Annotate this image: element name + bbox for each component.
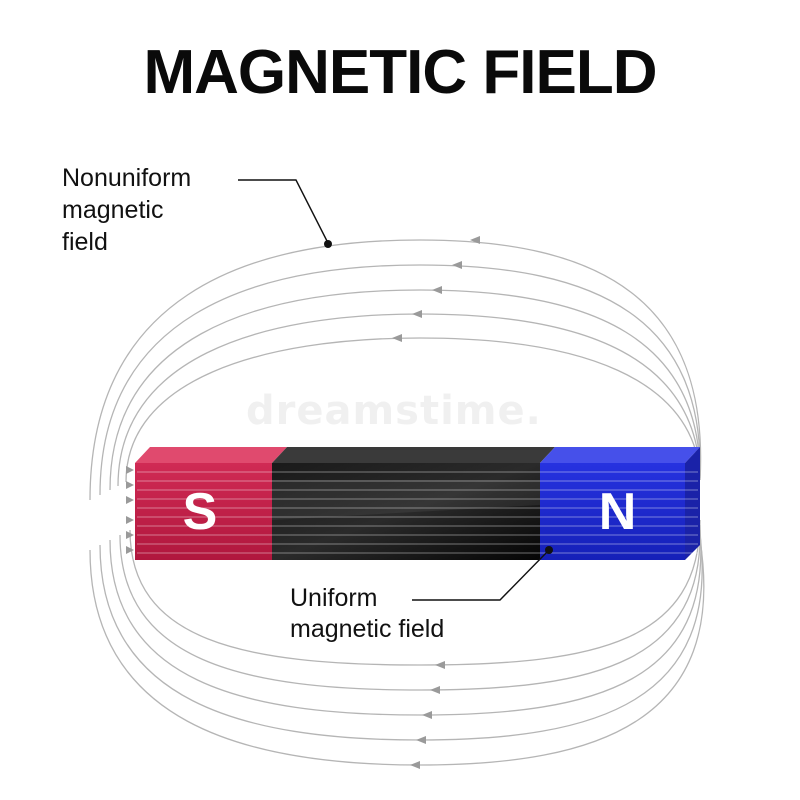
leader-uniform bbox=[412, 550, 549, 601]
arrow-lower-5 bbox=[410, 761, 420, 769]
upper-arrows bbox=[392, 236, 480, 342]
arrow-upper-4 bbox=[412, 310, 422, 318]
uniform-label-line-2: magnetic field bbox=[290, 615, 445, 643]
magnet-side-face bbox=[685, 447, 700, 560]
arrow-upper-1 bbox=[470, 236, 480, 244]
arrow-lower-2 bbox=[430, 686, 440, 694]
nonuniform-label-line-1: Nonuniform bbox=[62, 164, 192, 192]
field-line-upper-2 bbox=[99, 264, 701, 496]
field-line-lower-5 bbox=[89, 539, 705, 766]
field-line-upper-1 bbox=[89, 239, 702, 501]
arrow-upper-3 bbox=[432, 286, 442, 294]
arrow-upper-2 bbox=[452, 261, 462, 269]
bar-magnet bbox=[135, 447, 700, 560]
field-line-lower-2 bbox=[119, 524, 701, 691]
uniform-label-line-1: Uniform bbox=[290, 584, 378, 612]
arrow-upper-5 bbox=[392, 334, 402, 342]
nonuniform-label-line-3: field bbox=[62, 228, 108, 256]
arrow-lower-1 bbox=[435, 661, 445, 669]
watermark: dreamstime. bbox=[246, 388, 542, 434]
arrow-lower-3 bbox=[422, 711, 432, 719]
leader-dot-uniform bbox=[545, 546, 553, 554]
leader-lines bbox=[238, 179, 549, 601]
leader-nonuniform bbox=[238, 179, 329, 244]
upper-field-lines bbox=[89, 239, 702, 501]
lower-arrows bbox=[410, 661, 445, 769]
field-line-upper-3 bbox=[109, 289, 701, 491]
internal-field-lines bbox=[137, 471, 698, 554]
nonuniform-label-line-2: magnetic bbox=[62, 196, 164, 224]
field-line-lower-1 bbox=[129, 519, 701, 666]
arrow-lower-4 bbox=[416, 736, 426, 744]
south-pole-entry-arrows bbox=[126, 466, 134, 554]
magnet-top-face-south bbox=[135, 447, 287, 463]
diagram-title: MAGNETIC FIELD bbox=[143, 38, 658, 107]
field-line-upper-5 bbox=[125, 337, 701, 483]
field-line-lower-3 bbox=[109, 529, 702, 716]
magnet-top-face-middle bbox=[272, 447, 555, 463]
magnet-top-face-north bbox=[540, 447, 700, 463]
south-pole-label: S bbox=[182, 483, 218, 541]
north-pole-label: N bbox=[598, 483, 637, 541]
leader-dot-nonuniform bbox=[324, 240, 332, 248]
